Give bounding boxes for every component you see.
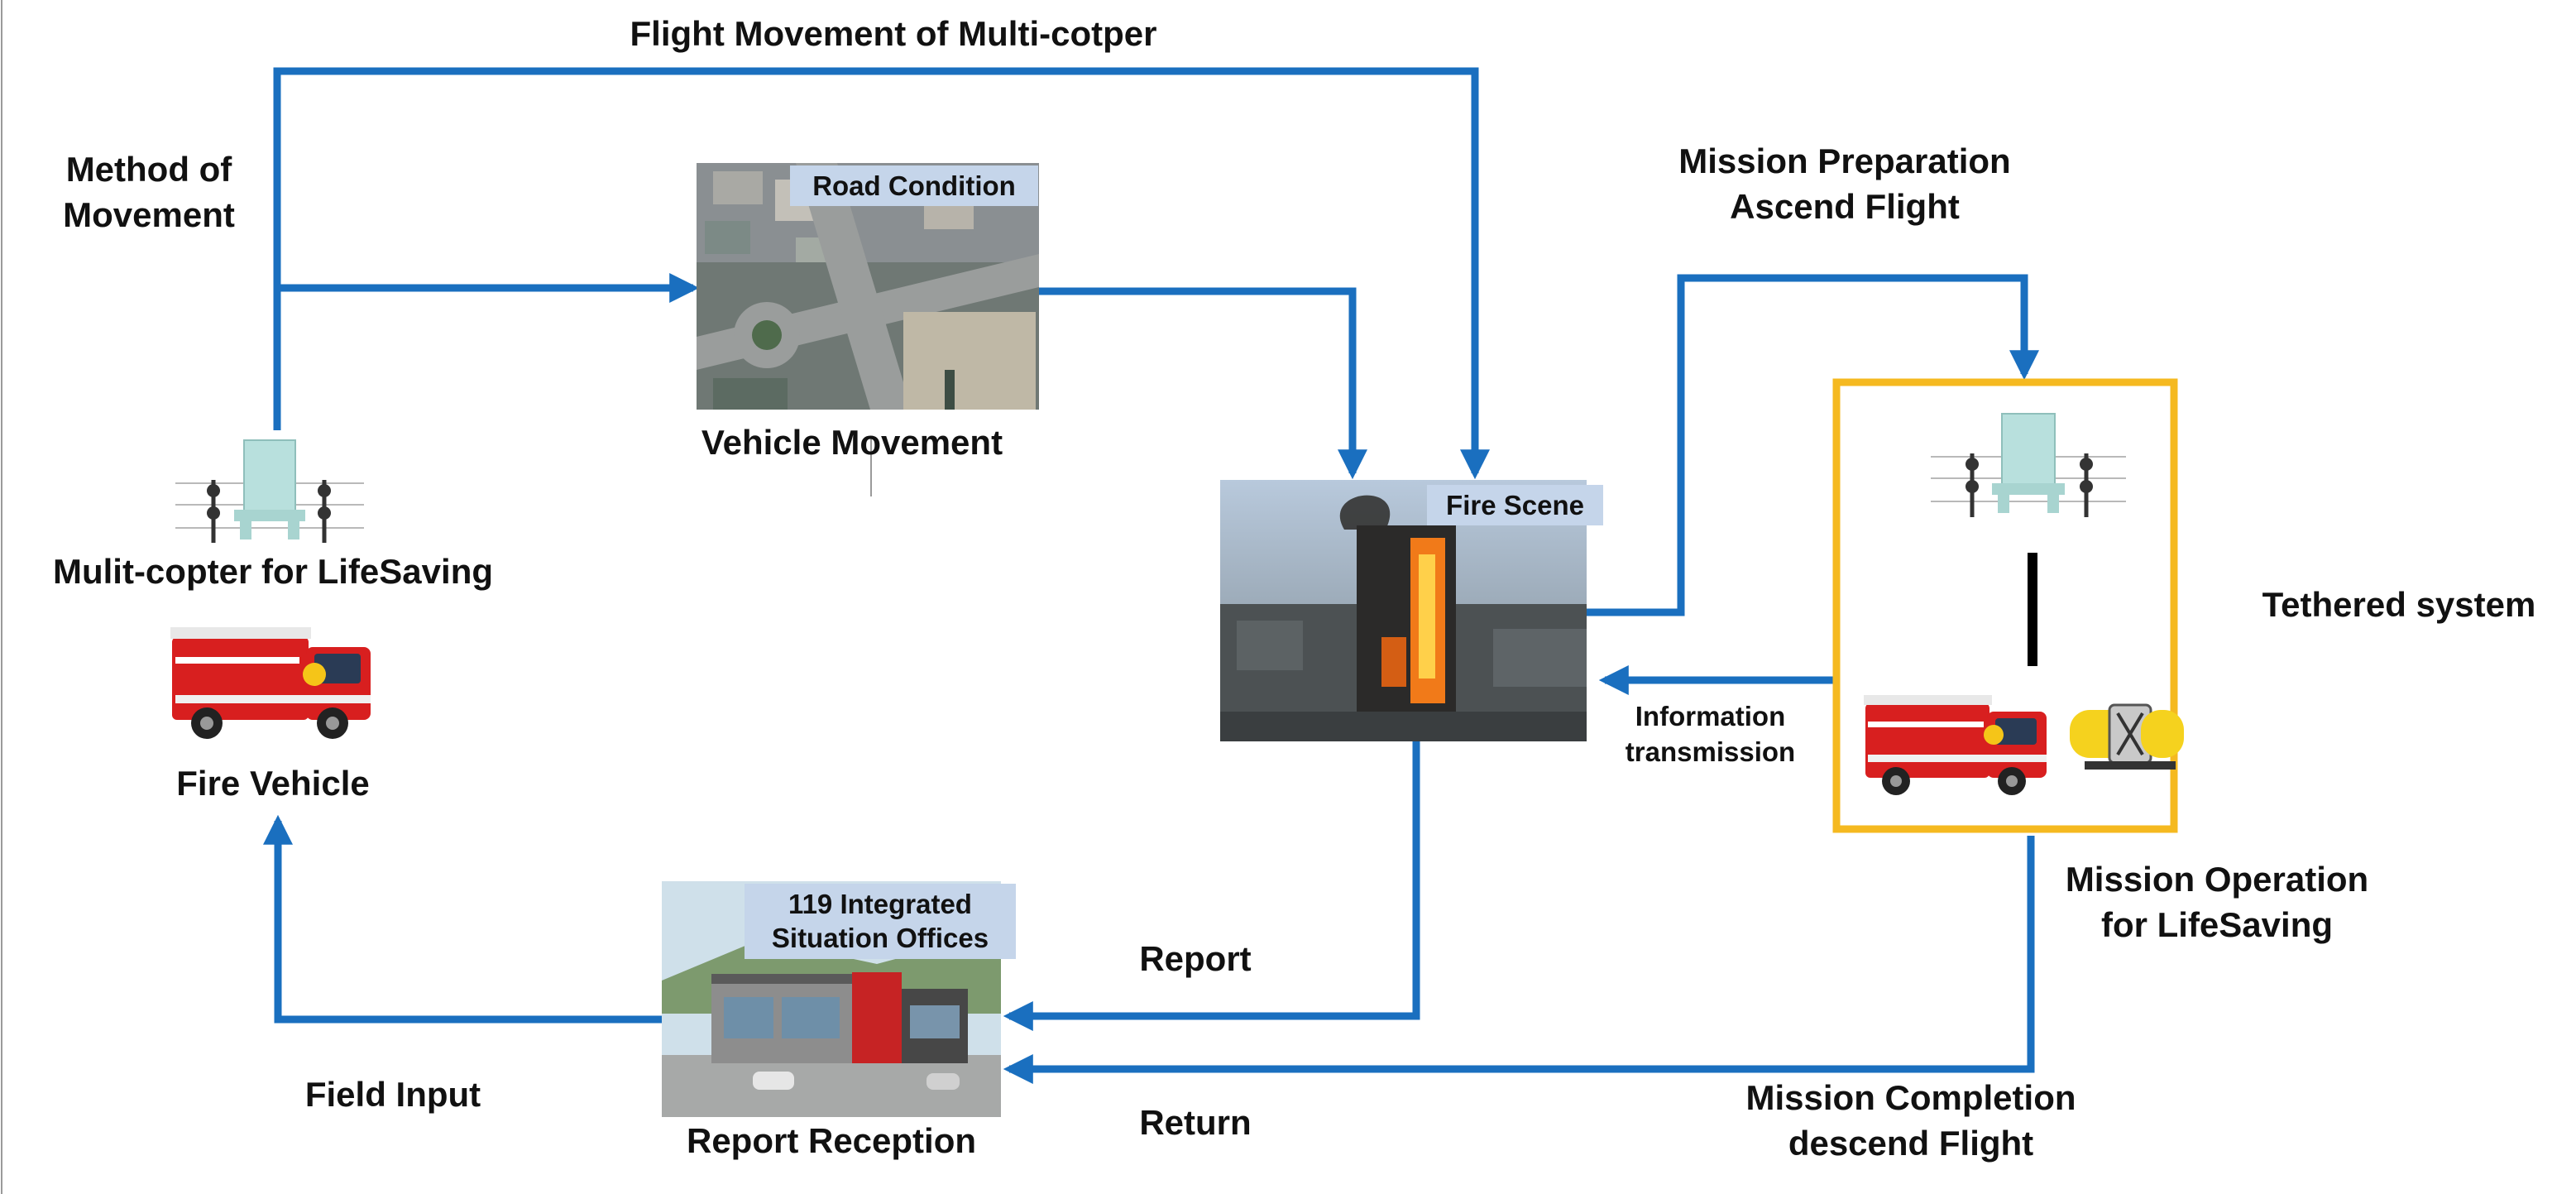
label-multicopter: Mulit-copter for LifeSaving — [52, 552, 493, 591]
road-condition-tag: Road Condition — [790, 165, 1038, 207]
method-of-movement-line2: Movement — [63, 194, 235, 234]
arrow-flight-movement — [273, 67, 1490, 480]
information-transmission-line1: Information — [1635, 701, 1786, 731]
label-vehicle-movement: Vehicle Movement — [701, 423, 1003, 462]
situation-office-tag-line2: Situation Offices — [771, 923, 989, 954]
label-flight-movement: Flight Movement of Multi-cotper — [630, 14, 1157, 53]
fire-scene-tag: Fire Scene — [1427, 485, 1603, 526]
label-method-of-movement: Method of Movement — [17, 147, 281, 237]
label-mission-preparation: Mission Preparation Ascend Flight — [1621, 139, 2068, 229]
label-mission-completion: Mission Completion descend Flight — [1696, 1076, 2126, 1166]
tethered-system-frame — [1832, 378, 2178, 833]
arrow-mission-preparation — [1584, 274, 2039, 616]
arrow-report — [1003, 741, 1420, 1031]
information-transmission-line2: transmission — [1625, 736, 1796, 767]
label-return: Return — [1139, 1103, 1252, 1142]
tethered-multicopter-icon — [1931, 413, 2126, 517]
label-mission-operation: Mission Operation for LifeSaving — [2018, 857, 2416, 947]
arrow-return — [1003, 836, 2035, 1084]
tethered-fire-truck-icon — [1864, 695, 2047, 795]
tether-winch-icon — [2070, 703, 2184, 770]
arrow-field-input — [263, 814, 662, 1024]
method-of-movement-line1: Method of — [65, 150, 232, 189]
mission-preparation-line1: Mission Preparation — [1678, 141, 2011, 180]
mission-completion-line2: descend Flight — [1788, 1123, 2034, 1163]
mission-completion-line1: Mission Completion — [1745, 1078, 2076, 1117]
multicopter-icon — [175, 439, 364, 543]
mission-operation-line1: Mission Operation — [2065, 860, 2369, 899]
arrow-road-to-fire-scene — [1030, 287, 1367, 480]
label-fire-vehicle: Fire Vehicle — [176, 764, 370, 803]
label-report: Report — [1139, 939, 1252, 978]
label-information-transmission: Information transmission — [1597, 699, 1824, 770]
situation-office-tag: 119 Integrated Situation Offices — [745, 884, 1016, 959]
mission-preparation-line2: Ascend Flight — [1730, 186, 1960, 226]
connector-arrows — [263, 67, 2039, 1084]
label-report-reception: Report Reception — [686, 1121, 977, 1160]
fire-scene-photo — [1220, 480, 1587, 741]
label-field-input: Field Input — [304, 1075, 481, 1114]
decorative-lines — [1, 0, 872, 1194]
situation-office-tag-line1: 119 Integrated — [788, 889, 972, 919]
mission-operation-line2: for LifeSaving — [2100, 904, 2334, 944]
fire-truck-icon — [170, 627, 371, 739]
label-tethered-system: Tethered system — [2262, 585, 2536, 624]
